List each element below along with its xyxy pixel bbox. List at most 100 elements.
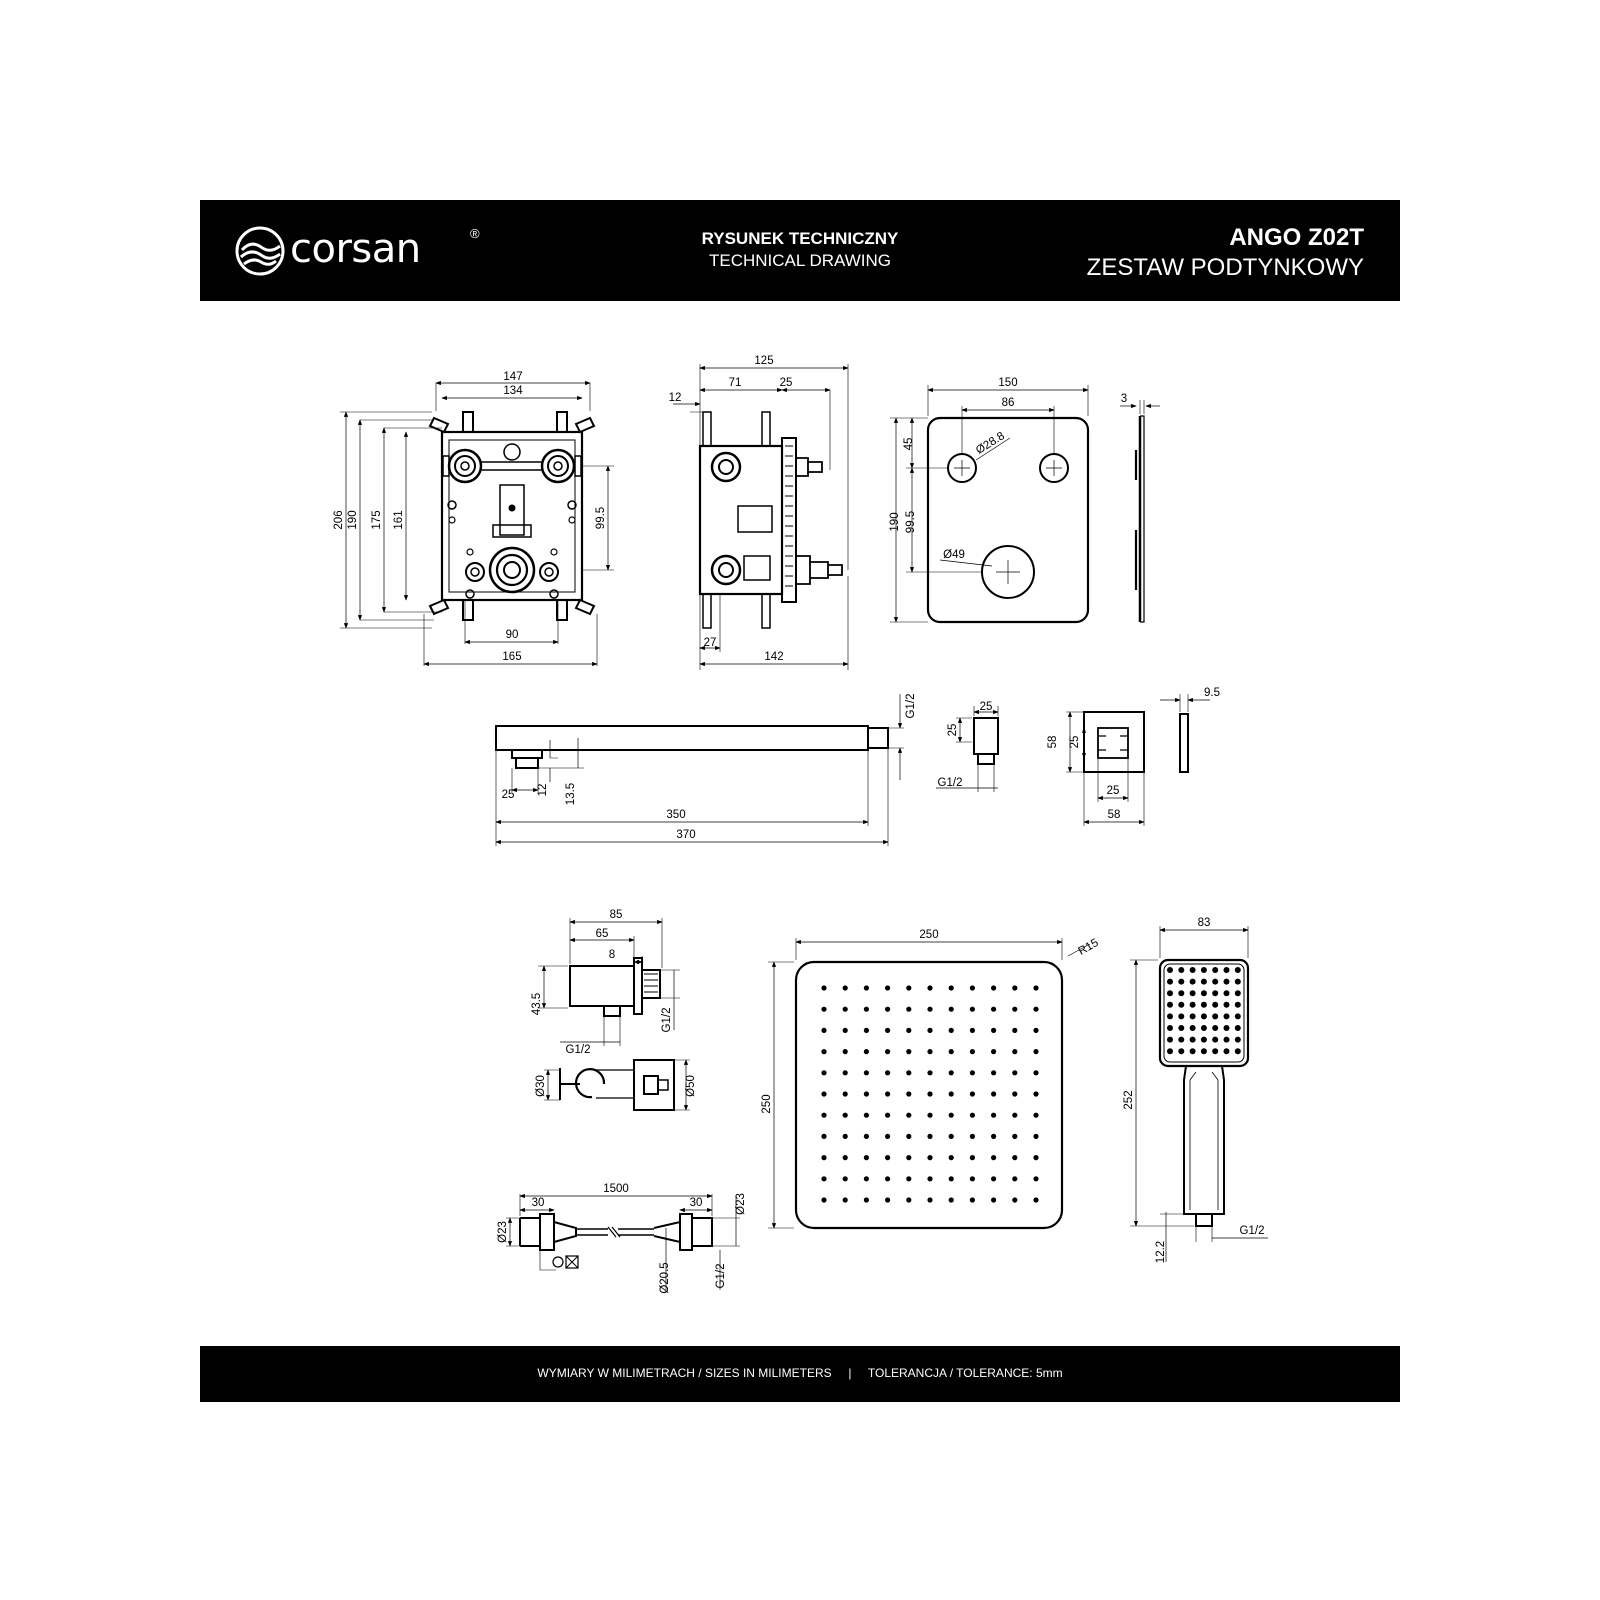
nozzle-dot <box>863 1091 870 1097</box>
nozzle-dot <box>1012 1155 1018 1161</box>
nozzle-dot <box>927 1197 933 1203</box>
nozzle-dot <box>863 1197 870 1203</box>
nozzle-dot <box>969 1070 976 1076</box>
hand-nozzle-dot <box>1234 990 1241 997</box>
hand-nozzle-dot <box>1178 990 1185 997</box>
nozzle-dot <box>906 985 912 991</box>
hand-nozzle-dot <box>1167 1001 1173 1008</box>
nozzle-dot <box>885 1112 891 1118</box>
nozzle-dot <box>1033 1133 1039 1139</box>
footer-separator: | <box>848 1366 852 1380</box>
nozzle-dot <box>991 1049 997 1055</box>
hand-nozzle-dot <box>1189 1025 1196 1031</box>
nozzle-dot <box>906 1197 912 1203</box>
tolerance-note: TOLERANCJA / TOLERANCE: 5mm <box>867 1366 1063 1380</box>
nozzle-dot <box>969 1049 976 1055</box>
nozzle-dot <box>821 1091 827 1097</box>
nozzle-dot <box>1012 1049 1018 1055</box>
nozzle-dot <box>948 1155 954 1161</box>
nozzle-dot <box>842 1133 848 1139</box>
nozzle-dot <box>906 1006 912 1012</box>
units-note: WYMIARY W MILIMETRACH / SIZES IN MILIMET… <box>537 1366 832 1380</box>
hand-nozzle-dot <box>1212 990 1219 997</box>
dim-box-width-165: 165 <box>502 651 521 663</box>
nozzle-dot <box>885 1133 891 1139</box>
nozzle-dot <box>885 1027 891 1033</box>
hand-nozzle-dot <box>1200 1001 1207 1008</box>
dim-elbow-85: 85 <box>610 909 623 921</box>
hand-nozzle-dot <box>1178 978 1185 985</box>
nozzle-dot <box>948 1091 954 1097</box>
nozzle-dot <box>927 1155 933 1161</box>
box-side-view <box>673 364 849 670</box>
dim-holder-d50: Ø50 <box>685 1075 697 1097</box>
doc-type: RYSUNEK TECHNICZNY TECHNICAL DRAWING <box>680 229 920 271</box>
dim-plate-99-5: 99.5 <box>905 511 917 533</box>
dim-hose-thread: G1/2 <box>715 1264 727 1289</box>
nozzle-dot <box>863 1070 870 1076</box>
dim-elbow-8: 8 <box>609 949 615 961</box>
hand-nozzle-dot <box>1234 1036 1241 1043</box>
dim-holder-d30: Ø30 <box>535 1075 547 1097</box>
dim-flange-58w: 58 <box>1108 809 1121 821</box>
corsan-logo: corsan ® <box>234 224 480 280</box>
nozzle-dot <box>927 985 933 991</box>
nozzle-dot <box>842 1006 848 1012</box>
dim-plate-45: 45 <box>903 438 915 451</box>
nozzle-dot <box>906 1049 912 1055</box>
nozzle-dot <box>1012 1006 1018 1012</box>
dim-flange-9-5: 9.5 <box>1204 687 1220 699</box>
nozzle-dot <box>821 1176 827 1182</box>
nozzle-dot <box>948 1197 954 1203</box>
nozzle-dot <box>1012 1197 1018 1203</box>
nozzle-dot <box>842 1197 848 1203</box>
hand-nozzle-dot <box>1234 1001 1241 1008</box>
nozzle-dot <box>821 1070 827 1076</box>
nozzle-dot <box>885 1006 891 1012</box>
hand-nozzle-dot <box>1200 967 1207 973</box>
shower-holder <box>544 1059 690 1111</box>
nozzle-dot <box>885 1176 891 1182</box>
dim-elbow-65: 65 <box>596 928 609 940</box>
nozzle-dot <box>821 1133 827 1139</box>
flange <box>1066 694 1210 826</box>
dim-hand-12-2: 12.2 <box>1155 1241 1167 1263</box>
trademark: ® <box>470 226 480 241</box>
dim-arm-25: 25 <box>502 789 515 801</box>
model-code: ANGO Z02T <box>1229 224 1364 251</box>
nozzle-dot <box>885 1049 891 1055</box>
hand-nozzle-dot <box>1200 990 1207 997</box>
nozzle-dot <box>969 1112 976 1118</box>
nozzle-dot <box>991 1197 997 1203</box>
wave-icon <box>235 226 285 276</box>
nozzle-dot <box>991 1091 997 1097</box>
dim-box-height-206: 206 <box>333 510 345 529</box>
nozzle-dot <box>906 1133 912 1139</box>
nozzle-dot <box>842 1091 848 1097</box>
hand-nozzle-dot <box>1200 1013 1207 1020</box>
nozzle-dot <box>1033 985 1039 991</box>
hand-nozzle-dot <box>1223 990 1230 997</box>
hand-nozzle-dot <box>1234 978 1241 985</box>
hand-nozzle-dot <box>1223 1001 1230 1008</box>
nozzle-dot <box>906 1091 912 1097</box>
dim-plate-190: 190 <box>889 512 901 531</box>
nozzle-dot <box>991 1027 997 1033</box>
shower-head-nozzles <box>821 985 1039 1203</box>
nozzle-dot <box>969 1197 976 1203</box>
nozzle-dot <box>842 1070 848 1076</box>
hand-nozzle-dot <box>1189 978 1196 985</box>
nozzle-dot <box>948 1176 954 1182</box>
hand-nozzle-dot <box>1200 1036 1207 1043</box>
nozzle-dot <box>821 1197 827 1203</box>
hand-nozzle-dot <box>1189 967 1196 973</box>
nozzle-dot <box>885 1197 891 1203</box>
nozzle-dot <box>906 1070 912 1076</box>
nozzle-dot <box>948 1070 954 1076</box>
footer-notes: WYMIARY W MILIMETRACH / SIZES IN MILIMET… <box>200 1366 1400 1380</box>
hand-nozzle-dot <box>1189 1036 1196 1043</box>
hand-nozzle-dot <box>1223 1025 1230 1031</box>
hand-nozzle-dot <box>1167 990 1173 997</box>
nozzle-dot <box>863 1133 870 1139</box>
